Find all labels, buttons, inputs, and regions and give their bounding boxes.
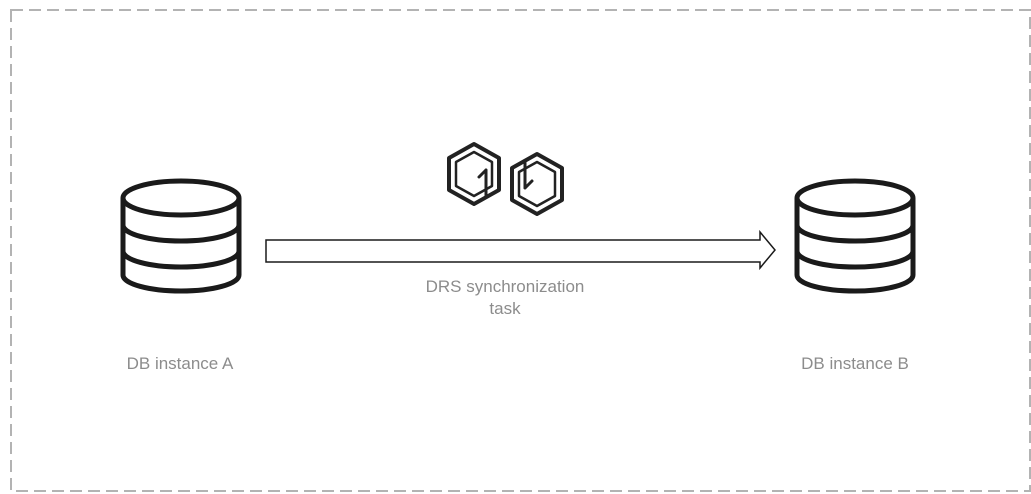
drs-task-label-line1: DRS synchronization: [425, 277, 585, 296]
drs-task-label-line2: task: [489, 299, 521, 318]
db-instance-a-label: DB instance A: [126, 354, 234, 373]
arrow-right-icon: [265, 229, 776, 271]
diagram-frame: [10, 9, 1031, 492]
database-b-icon: [794, 178, 916, 294]
sync-hexagon-icon: [447, 142, 564, 216]
db-instance-b-label: DB instance B: [801, 354, 909, 373]
drs-task-label: DRS synchronization task: [380, 276, 630, 320]
database-a-icon: [120, 178, 242, 294]
